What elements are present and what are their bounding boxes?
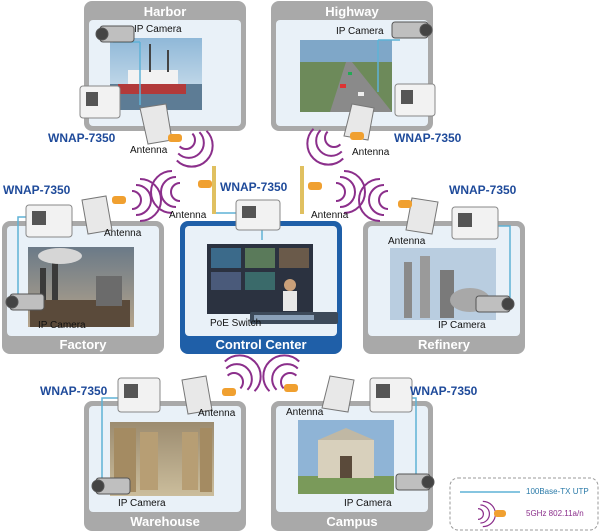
ap-device-factory	[25, 204, 73, 238]
ap-device-harbor	[79, 85, 121, 119]
refinery-panel	[363, 221, 525, 354]
ap-model-campus: WNAP-7350	[410, 384, 478, 398]
factory-panel	[2, 221, 164, 354]
ap-model-factory: WNAP-7350	[3, 183, 71, 197]
campus-panel	[271, 401, 433, 531]
antenna-label-highway: Antenna	[352, 147, 390, 158]
site-title-factory: Factory	[59, 337, 107, 352]
site-title-control-center: Control Center	[215, 337, 307, 352]
antenna-label-control-right: Antenna	[311, 210, 349, 221]
ap-device-warehouse	[117, 377, 161, 413]
legend-wireless-label: 5GHz 802.11a/n	[526, 509, 584, 518]
ap-model-harbor: WNAP-7350	[48, 131, 116, 145]
camera-label-refinery: IP Camera	[438, 320, 486, 331]
band-badges	[112, 132, 412, 396]
legend-box	[449, 477, 599, 531]
omni-antennas	[212, 166, 304, 214]
site-title-refinery: Refinery	[417, 337, 471, 352]
ap-device-refinery	[451, 206, 499, 240]
camera-label-highway: IP Camera	[336, 26, 384, 37]
camera-label-harbor: IP Camera	[134, 24, 182, 35]
camera-label-campus: IP Camera	[344, 498, 392, 509]
antenna-label-refinery: Antenna	[388, 236, 426, 247]
site-title-campus: Campus	[326, 514, 378, 529]
highway-panel	[271, 1, 433, 131]
warehouse-panel	[84, 401, 246, 531]
camera-label-factory: IP Camera	[38, 320, 86, 331]
ap-model-refinery: WNAP-7350	[449, 183, 517, 197]
site-title-warehouse: Warehouse	[130, 514, 200, 529]
site-title-highway: Highway	[325, 4, 379, 19]
ip-cameras	[5, 21, 515, 495]
control-center-panel	[180, 221, 342, 354]
antenna-label-harbor: Antenna	[130, 145, 168, 156]
ap-model-warehouse: WNAP-7350	[40, 384, 108, 398]
antenna-label-warehouse: Antenna	[198, 408, 236, 419]
ap-device-campus	[369, 377, 413, 413]
ap-device-control	[235, 199, 281, 231]
antenna-label-campus: Antenna	[286, 407, 324, 418]
antenna-label-factory: Antenna	[104, 228, 142, 239]
poe-switch-label: PoE Switch	[210, 318, 262, 329]
legend-utp-label: 100Base-TX UTP	[526, 487, 589, 496]
panel-antennas	[81, 103, 439, 415]
antenna-label-control-left: Antenna	[169, 210, 207, 221]
ap-device-highway	[394, 83, 436, 117]
ap-model-highway: WNAP-7350	[394, 131, 462, 145]
camera-label-warehouse: IP Camera	[118, 498, 166, 509]
site-title-harbor: Harbor	[143, 4, 187, 19]
ap-model-control: WNAP-7350	[220, 180, 288, 194]
